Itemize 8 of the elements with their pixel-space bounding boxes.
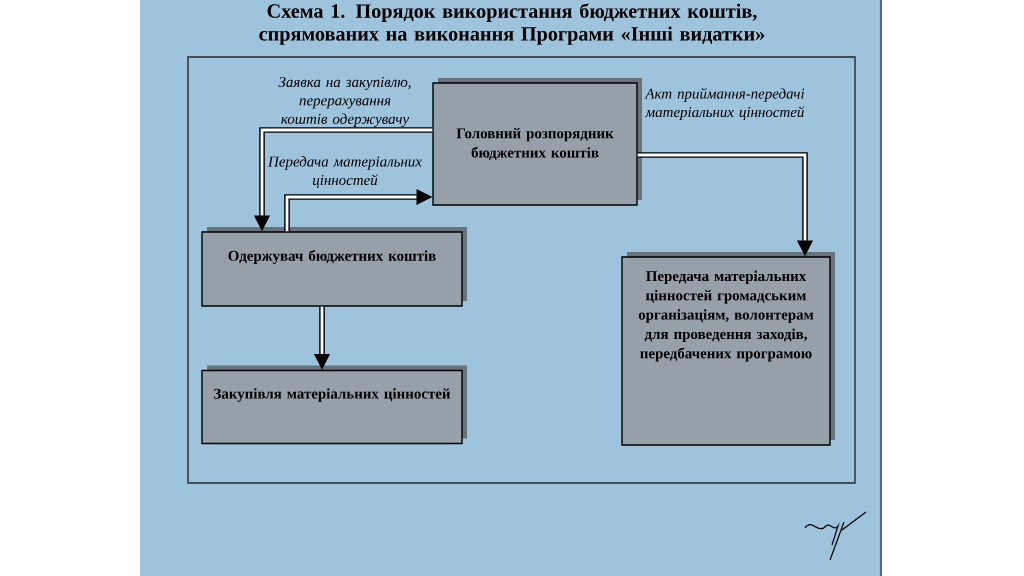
edge-label: Передача матеріальних цінностей bbox=[267, 156, 422, 188]
edge-label: Акт приймання-передачі матеріальних цінностей bbox=[644, 87, 805, 121]
title: Схема 1. Порядок використання бюджетних коштів, спрямованих на виконання Програми «Інші видатки» bbox=[259, 3, 765, 45]
process-box: Закупівля матеріальних цінностей bbox=[201, 369, 463, 445]
process-box: Головний розпорядник бюджетних коштів bbox=[432, 82, 638, 206]
edge-label: Заявка на закупівлю, перерахування коштів одержувачу bbox=[278, 77, 411, 127]
process-box: Одержувач бюджетних коштів bbox=[201, 231, 463, 307]
process-box: Передача матеріальних цінностей громадським організаціям, волонтерам для проведення заходів, передбачених програмою bbox=[621, 256, 831, 446]
